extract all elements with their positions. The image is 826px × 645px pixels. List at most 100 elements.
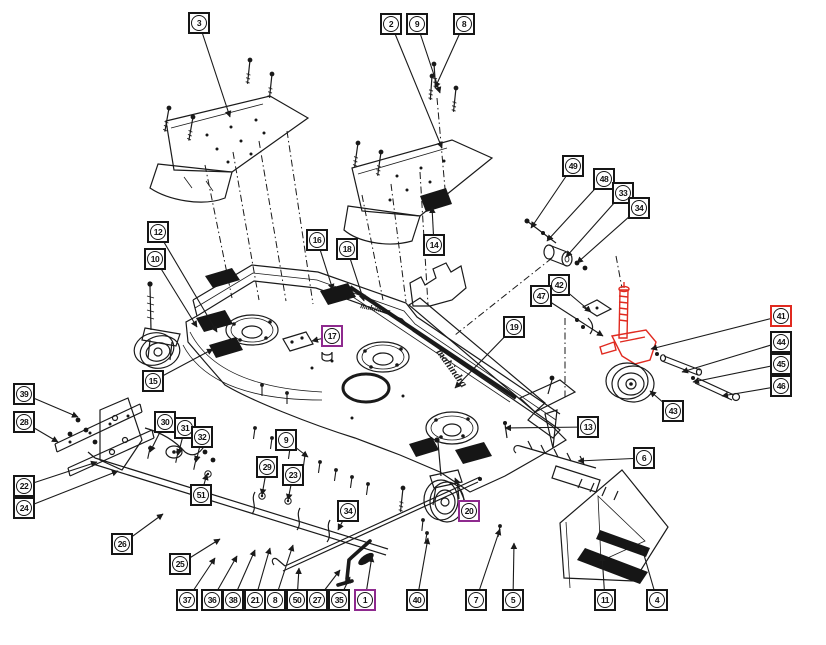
callout-10[interactable]: 10 [144,248,166,270]
callout-45[interactable]: 45 [770,353,792,375]
callout-21[interactable]: 21 [244,589,266,611]
callout-number: 41 [773,308,789,324]
callout-50[interactable]: 50 [286,589,308,611]
leader-line-13 [504,424,589,432]
callout-27[interactable]: 27 [306,589,328,611]
callout-46[interactable]: 46 [770,375,792,397]
callout-41[interactable]: 41 [770,305,792,327]
callout-26[interactable]: 26 [111,533,133,555]
callout-23[interactable]: 23 [282,464,304,486]
front-support-bar [87,382,389,556]
callout-number: 5 [505,592,521,608]
callout-number: 26 [114,536,130,552]
callout-number: 13 [580,419,596,435]
callout-number: 48 [596,171,612,187]
callout-number: 22 [16,478,32,494]
callout-40[interactable]: 40 [406,589,428,611]
callout-6[interactable]: 6 [633,447,655,469]
callout-number: 23 [285,467,301,483]
callout-14[interactable]: 14 [423,234,445,256]
callout-number: 25 [172,556,188,572]
callout-number: 42 [551,277,567,293]
callout-29[interactable]: 29 [256,456,278,478]
callout-number: 46 [773,378,789,394]
rear-wheel-bracket [503,375,577,449]
callout-number: 36 [204,592,220,608]
callout-number: 8 [456,16,472,32]
callout-47[interactable]: 47 [530,285,552,307]
callout-43[interactable]: 43 [662,400,684,422]
callout-number: 45 [773,356,789,372]
callout-9-2[interactable]: 9 [275,429,297,451]
callout-22[interactable]: 22 [13,475,35,497]
callout-32[interactable]: 32 [191,426,213,448]
callout-number: 30 [157,414,173,430]
callout-8-2[interactable]: 8 [264,589,286,611]
callout-number: 24 [16,500,32,516]
callout-number: 34 [631,200,647,216]
callout-37[interactable]: 37 [176,589,198,611]
callout-number: 40 [409,592,425,608]
callout-number: 20 [461,503,477,519]
callout-12[interactable]: 12 [147,221,169,243]
callout-8[interactable]: 8 [453,13,475,35]
lift-handle [336,539,374,587]
highlighted-caster-fork [599,282,657,365]
callout-17[interactable]: 17 [321,325,343,347]
leader-line-44 [681,341,782,374]
callout-number: 19 [506,319,522,335]
callout-15[interactable]: 15 [142,370,164,392]
callout-2[interactable]: 2 [380,13,402,35]
right-caster-wheel [605,362,655,403]
leader-line-10 [154,258,198,328]
callout-number: 32 [194,429,210,445]
callout-number: 8 [267,592,283,608]
callout-44[interactable]: 44 [770,331,792,353]
callout-35[interactable]: 35 [328,589,350,611]
callout-number: 2 [383,16,399,32]
callout-number: 12 [150,224,166,240]
callout-number: 11 [597,592,613,608]
callout-number: 38 [225,592,241,608]
callout-number: 43 [665,403,681,419]
callout-28[interactable]: 28 [13,411,35,433]
callout-number: 39 [16,386,32,402]
callout-4[interactable]: 4 [646,589,668,611]
callout-20[interactable]: 20 [458,500,480,522]
callout-number: 21 [247,592,263,608]
callout-34-2[interactable]: 34 [337,500,359,522]
callout-11[interactable]: 11 [594,589,616,611]
callout-39[interactable]: 39 [13,383,35,405]
callout-number: 33 [615,185,631,201]
callout-49[interactable]: 49 [562,155,584,177]
callout-24[interactable]: 24 [13,497,35,519]
callout-48[interactable]: 48 [593,168,615,190]
callout-38[interactable]: 38 [222,589,244,611]
callout-34[interactable]: 34 [628,197,650,219]
callout-number: 50 [289,592,305,608]
callout-19[interactable]: 19 [503,316,525,338]
axle-pins [655,352,741,402]
mower-deck: mahindra mahindra [182,262,567,493]
callout-number: 44 [773,334,789,350]
spindle-ring-right [425,411,479,445]
callout-7[interactable]: 7 [465,589,487,611]
callout-51[interactable]: 51 [190,484,212,506]
callout-1[interactable]: 1 [354,589,376,611]
callout-5[interactable]: 5 [502,589,524,611]
callout-number: 51 [193,487,209,503]
callout-3[interactable]: 3 [188,12,210,34]
callout-18[interactable]: 18 [336,238,358,260]
callout-9[interactable]: 9 [406,13,428,35]
callout-number: 28 [16,414,32,430]
callout-16[interactable]: 16 [306,229,328,251]
callout-13[interactable]: 13 [577,416,599,438]
callout-30[interactable]: 30 [154,411,176,433]
callout-25[interactable]: 25 [169,553,191,575]
spindle-ring-left [225,314,279,346]
callout-number: 14 [426,237,442,253]
spindle-ring-center [356,341,410,373]
callout-36[interactable]: 36 [201,589,223,611]
